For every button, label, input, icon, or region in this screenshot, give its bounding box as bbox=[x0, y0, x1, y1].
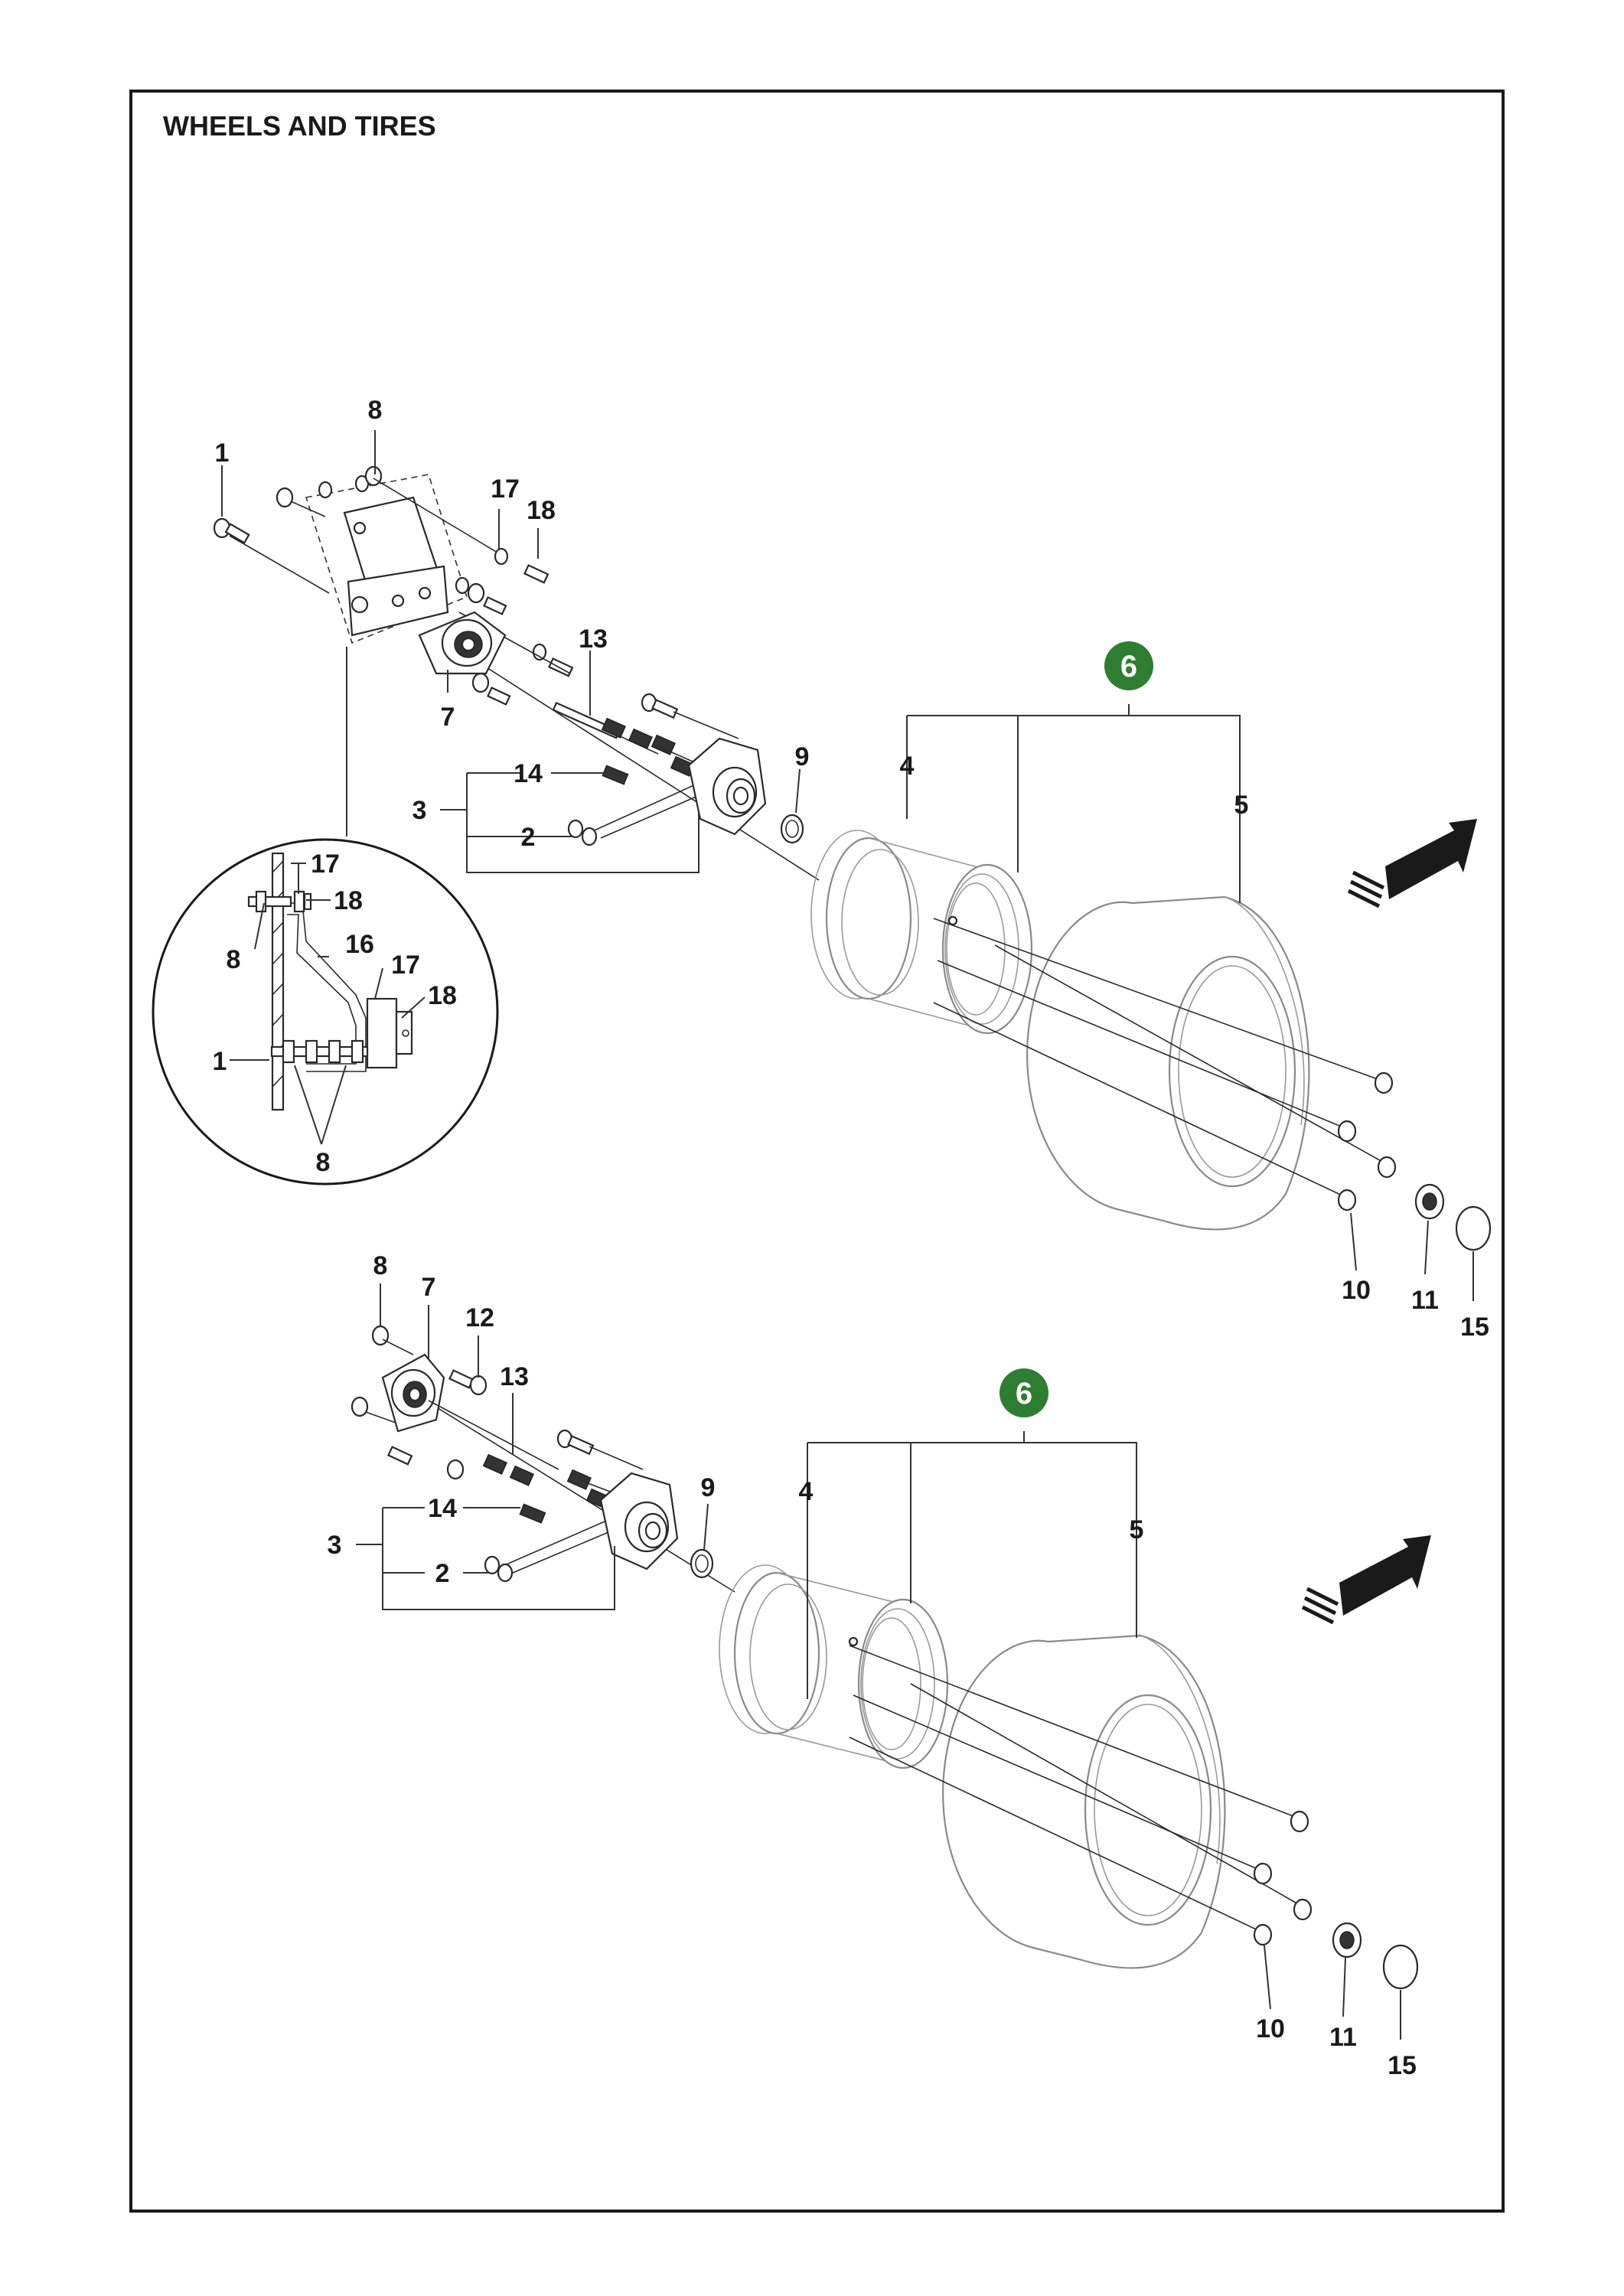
callout-2: 2 bbox=[521, 823, 536, 852]
callout-13: 13 bbox=[579, 625, 608, 654]
upper-badge-text: 6 bbox=[1120, 650, 1137, 683]
lower-badge-text: 6 bbox=[1016, 1377, 1032, 1411]
callout-15: 15 bbox=[1460, 1313, 1489, 1342]
upper-axle-line bbox=[435, 634, 820, 881]
upper-assembly-badge bbox=[1104, 641, 1153, 690]
detail-callout-16: 16 bbox=[345, 930, 374, 959]
lower-callout-10: 10 bbox=[1256, 2014, 1285, 2043]
upper-flange-bearing bbox=[418, 611, 507, 675]
lower-tire bbox=[942, 1634, 1226, 1969]
upper-nuts-10 bbox=[1337, 1071, 1397, 1212]
direction-arrow-icon bbox=[1347, 819, 1477, 908]
lower-callout-14: 14 bbox=[428, 1494, 457, 1523]
upper-ring-15 bbox=[1455, 1205, 1492, 1251]
upper-shaft-13 bbox=[552, 693, 739, 777]
lower-ring-15 bbox=[1382, 1944, 1419, 1990]
upper-washer-9 bbox=[780, 814, 804, 844]
lower-callout-13: 13 bbox=[500, 1362, 529, 1391]
detail-callout-1: 1 bbox=[213, 1047, 227, 1076]
upper-bolt-1 bbox=[213, 517, 330, 594]
lower-nuts-10 bbox=[1253, 1810, 1313, 1946]
lower-callout-11: 11 bbox=[1329, 2023, 1357, 2052]
upper-bracket bbox=[305, 474, 468, 644]
callout-8: 8 bbox=[368, 396, 383, 425]
page-frame bbox=[129, 90, 1505, 2213]
lower-rim bbox=[719, 1564, 949, 1769]
detail-callout-18b: 18 bbox=[428, 981, 457, 1010]
detail-callout-18a: 18 bbox=[334, 886, 363, 915]
lower-shaft-13 bbox=[428, 1400, 644, 1509]
callout-4: 4 bbox=[900, 752, 915, 781]
callout-9: 9 bbox=[795, 742, 810, 771]
callout-14: 14 bbox=[514, 759, 543, 788]
callout-7: 7 bbox=[441, 703, 455, 732]
lower-callout-5: 5 bbox=[1130, 1515, 1144, 1544]
lower-callout-3: 3 bbox=[328, 1531, 342, 1560]
lower-axle-line bbox=[413, 1392, 735, 1593]
lower-callout-15: 15 bbox=[1388, 2051, 1417, 2080]
upper-assembly: 6 1 8 17 18 13 7 14 3 2 9 4 5 10 11 15 bbox=[213, 396, 1492, 1342]
upper-bolts-14-2 bbox=[567, 765, 716, 846]
lower-hardware bbox=[351, 1325, 488, 1480]
lower-callout-2: 2 bbox=[435, 1559, 450, 1588]
callout-10: 10 bbox=[1342, 1276, 1371, 1305]
detail-callout-8a: 8 bbox=[227, 945, 241, 974]
detail-callout-8b: 8 bbox=[316, 1148, 331, 1177]
lower-rim-bolts bbox=[849, 1645, 1302, 1933]
lower-hubcap-11 bbox=[1332, 1922, 1362, 1958]
lower-assembly-badge bbox=[1000, 1368, 1048, 1417]
lower-assembly: 6 8 7 12 13 14 3 2 9 4 5 10 11 15 bbox=[328, 1251, 1431, 2080]
upper-rim-bolts bbox=[933, 918, 1386, 1199]
detail-view: 17 18 8 16 17 18 1 8 bbox=[152, 647, 499, 1186]
lower-callout-7: 7 bbox=[422, 1273, 436, 1302]
callout-18: 18 bbox=[527, 496, 556, 525]
callout-17: 17 bbox=[491, 475, 520, 504]
page-title: WHEELS AND TIRES bbox=[163, 110, 436, 142]
detail-callout-17a: 17 bbox=[311, 850, 340, 879]
upper-tire bbox=[1026, 895, 1310, 1231]
callout-3: 3 bbox=[413, 796, 427, 825]
direction-arrow-icon bbox=[1301, 1535, 1431, 1625]
lower-callout-12: 12 bbox=[465, 1303, 494, 1332]
upper-bracket-hardware bbox=[276, 465, 574, 706]
callout-1: 1 bbox=[215, 439, 230, 468]
lower-hub bbox=[599, 1472, 679, 1570]
lower-callout-9: 9 bbox=[701, 1473, 716, 1502]
detail-callout-17b: 17 bbox=[391, 951, 420, 980]
lower-callout-4: 4 bbox=[799, 1477, 814, 1506]
lower-callout-8: 8 bbox=[373, 1251, 388, 1280]
upper-hub bbox=[687, 737, 767, 836]
callout-11: 11 bbox=[1411, 1286, 1439, 1315]
callout-5: 5 bbox=[1234, 791, 1249, 820]
upper-hubcap-11 bbox=[1414, 1183, 1445, 1220]
lower-washer-9 bbox=[690, 1548, 714, 1579]
lower-flange-bearing bbox=[381, 1353, 445, 1433]
upper-rim bbox=[810, 830, 1033, 1035]
